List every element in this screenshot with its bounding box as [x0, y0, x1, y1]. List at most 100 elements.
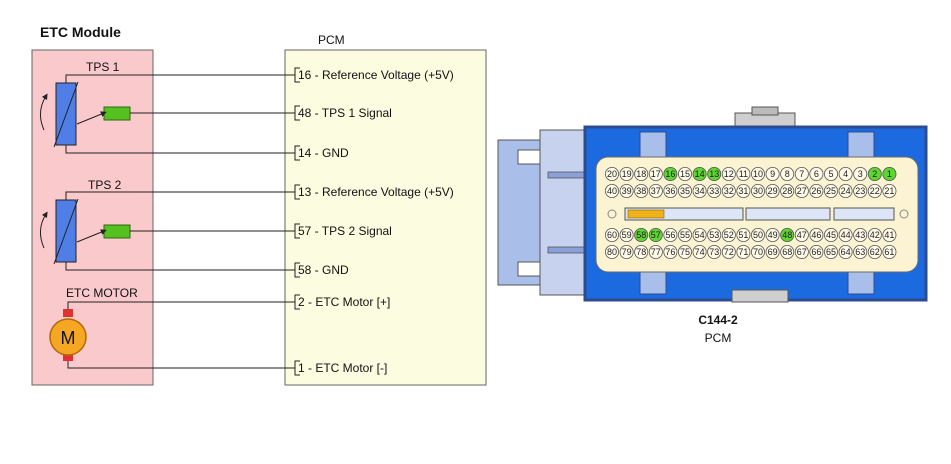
connector-pin — [605, 244, 620, 259]
connector-pin — [867, 166, 882, 181]
connector-pin-number: 61 — [884, 247, 894, 257]
connector-pin — [619, 166, 634, 181]
connector-pin-number: 32 — [724, 186, 734, 196]
tps2-signal-box — [103, 224, 131, 239]
pcm-pin-label: 57 - TPS 2 Signal — [298, 224, 392, 238]
connector-pin — [619, 244, 634, 259]
connector-pin — [605, 183, 620, 198]
connector-pin-number: 28 — [782, 186, 792, 196]
connector-pin — [605, 166, 620, 181]
connector-pin-number: 44 — [841, 230, 851, 240]
connector-pin-number: 43 — [855, 230, 865, 240]
connector-pin-number: 27 — [797, 186, 807, 196]
connector-pin — [867, 183, 882, 198]
connector-pin-number: 52 — [724, 230, 734, 240]
connector-pin-number: 12 — [724, 169, 734, 179]
connector-pin — [721, 244, 736, 259]
connector-pin — [707, 227, 722, 242]
connector-pin — [648, 227, 663, 242]
connector-pin-number: 65 — [826, 247, 836, 257]
connector-pin-number: 34 — [695, 186, 705, 196]
connector-pin — [736, 227, 751, 242]
connector-pin-number: 18 — [636, 169, 646, 179]
connector-pin — [809, 183, 824, 198]
connector-pin-number: 1 — [887, 169, 892, 179]
connector-pin — [882, 244, 897, 259]
connector-pin-number: 71 — [738, 247, 748, 257]
motor-brush-bottom — [63, 353, 73, 361]
connector-pin-number: 11 — [739, 169, 748, 179]
connector-pin-number: 31 — [738, 186, 748, 196]
pcm-pin-list: 16 - Reference Voltage (+5V) 48 - TPS 1 S… — [294, 67, 454, 376]
connector-pin-number: 68 — [782, 247, 792, 257]
connector-pin-number: 13 — [709, 169, 719, 179]
connector-pin-number: 63 — [855, 247, 865, 257]
tps1-wiper-line — [53, 81, 79, 148]
pcm-pin-label: 48 - TPS 1 Signal — [298, 106, 392, 120]
pin-bracket — [294, 184, 300, 200]
connector-pin — [780, 166, 795, 181]
connector-pin — [751, 166, 766, 181]
pin-bracket — [294, 262, 300, 278]
connector-pin — [780, 244, 795, 259]
wires — [65, 74, 295, 369]
connector-pin — [736, 183, 751, 198]
connector-pin-number: 53 — [709, 230, 719, 240]
connector-pin-number: 41 — [884, 230, 894, 240]
connector-pin — [882, 183, 897, 198]
wire-tps1-ref — [65, 74, 295, 83]
tps2-wiper-line — [53, 198, 79, 265]
wire-motor-pos — [67, 301, 295, 309]
connector-pin-number: 56 — [665, 230, 675, 240]
connector-pin-number: 6 — [814, 169, 819, 179]
connector-pin-number: 67 — [797, 247, 807, 257]
connector-pin-number: 45 — [826, 230, 836, 240]
connector-pin-number: 33 — [709, 186, 719, 196]
connector-name: PCM — [705, 331, 732, 345]
connector-pin — [838, 244, 853, 259]
connector-pin — [809, 227, 824, 242]
connector-pin-number: 7 — [799, 169, 804, 179]
connector-pin — [736, 244, 751, 259]
connector-pin — [678, 166, 693, 181]
connector-pin-number: 42 — [870, 230, 880, 240]
connector-pin-number: 77 — [651, 247, 661, 257]
connector-pin-number: 47 — [797, 230, 807, 240]
connector-pin — [707, 183, 722, 198]
connector-pin — [648, 244, 663, 259]
connector-pin-number: 9 — [770, 169, 775, 179]
connector-pin — [838, 227, 853, 242]
connector-pin — [780, 183, 795, 198]
connector-pin-number: 46 — [811, 230, 821, 240]
connector-pin-number: 4 — [843, 169, 848, 179]
connector-pin — [882, 227, 897, 242]
connector-pin — [838, 183, 853, 198]
wire-tps2-gnd — [65, 262, 295, 271]
connector-pin — [707, 244, 722, 259]
connector-pin — [853, 227, 868, 242]
connector-pin-number: 35 — [680, 186, 690, 196]
module-title: ETC Module — [40, 24, 121, 40]
connector-pin — [794, 166, 809, 181]
connector-pin-number: 25 — [826, 186, 836, 196]
connector-pin — [663, 244, 678, 259]
connector-pin-number: 22 — [870, 186, 880, 196]
connector-pin — [707, 166, 722, 181]
connector-pin — [765, 183, 780, 198]
connector-pin — [692, 166, 707, 181]
connector-pin — [824, 244, 839, 259]
connector-pin-number: 5 — [828, 169, 833, 179]
connector-pin-number: 64 — [841, 247, 851, 257]
connector-pin — [765, 227, 780, 242]
connector-pin — [721, 166, 736, 181]
connector-pin — [809, 244, 824, 259]
connector-pin — [721, 183, 736, 198]
connector-pin-number: 57 — [651, 230, 661, 240]
connector-pin-number: 70 — [753, 247, 763, 257]
pcm-pin-label: 1 - ETC Motor [-] — [298, 361, 387, 375]
pcm-pin-label: 16 - Reference Voltage (+5V) — [298, 68, 454, 82]
connector-pin-number: 62 — [870, 247, 880, 257]
connector-pin — [663, 166, 678, 181]
